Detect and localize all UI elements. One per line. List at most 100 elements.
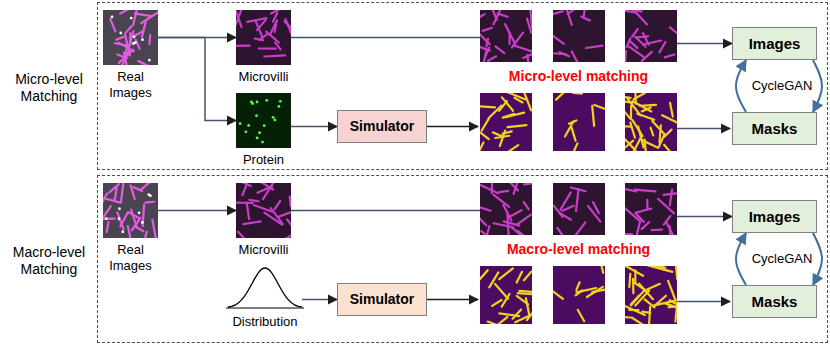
micro-image <box>625 10 677 62</box>
stick <box>659 42 665 52</box>
stick <box>668 281 675 301</box>
box-label: Masks <box>752 293 798 311</box>
flow-arrow <box>677 216 732 218</box>
image-ground <box>553 93 605 151</box>
dot <box>256 101 259 104</box>
stick <box>148 35 151 44</box>
stick <box>638 126 643 147</box>
stick <box>488 56 496 60</box>
dot <box>263 124 266 127</box>
stick <box>571 127 575 141</box>
stick <box>636 36 649 37</box>
image-node: Real Images <box>103 183 158 273</box>
stick <box>524 93 531 110</box>
image-strip: Micro-level matching <box>480 10 677 85</box>
stick <box>625 208 641 221</box>
process-box: Masks <box>732 285 817 318</box>
stick <box>562 206 573 211</box>
stick <box>524 183 532 184</box>
distribution-node: Distribution <box>228 266 302 330</box>
stick <box>508 32 510 44</box>
stick <box>110 19 115 32</box>
masks-arrow <box>677 128 730 130</box>
image-node: Protein <box>236 93 291 168</box>
masks-arrow <box>677 301 730 303</box>
stick <box>491 183 494 193</box>
panel-heading: Macro-level Matching <box>2 244 96 278</box>
mask-image <box>553 266 605 324</box>
stick <box>643 41 661 45</box>
dot <box>279 100 282 103</box>
dot <box>133 35 136 38</box>
dot <box>256 137 259 140</box>
stick <box>573 93 582 95</box>
stick <box>670 103 673 117</box>
stick <box>480 47 490 51</box>
stick <box>133 10 137 25</box>
stick <box>515 98 523 103</box>
stick <box>290 197 291 207</box>
dot <box>247 124 250 127</box>
stick <box>480 14 485 19</box>
stick <box>576 189 578 211</box>
image-thumbnails <box>99 4 684 330</box>
stick <box>642 52 652 61</box>
panel-heading: Micro-level Matching <box>2 71 96 105</box>
image-ground <box>553 266 605 324</box>
stick <box>519 291 532 293</box>
stick <box>512 228 527 235</box>
stick <box>634 93 637 104</box>
dot <box>119 32 122 35</box>
dot <box>265 99 268 102</box>
image-caption: Real Images <box>101 242 161 273</box>
curve-axis <box>226 308 304 309</box>
stick <box>480 143 483 151</box>
flow-arrow <box>302 299 337 301</box>
stick <box>502 97 513 110</box>
micro-image <box>625 183 677 235</box>
image-caption: Microvilli <box>214 69 314 85</box>
stick <box>106 199 120 203</box>
stick <box>646 200 648 210</box>
stick <box>514 45 532 51</box>
method-label: CycleGAN <box>742 78 822 94</box>
stick <box>553 290 563 298</box>
image-area <box>103 10 158 65</box>
stick <box>584 10 586 17</box>
stick <box>515 316 528 322</box>
stick <box>256 21 262 36</box>
dot <box>244 130 247 133</box>
process-box: Simulator <box>337 110 427 143</box>
stick <box>120 10 128 14</box>
stick <box>675 300 677 322</box>
image-node: Microvilli <box>236 10 291 85</box>
flow-arrow <box>291 37 480 39</box>
stick <box>107 222 109 232</box>
box-label: Images <box>749 35 801 53</box>
stick <box>524 272 531 281</box>
stick <box>287 219 291 228</box>
stick <box>238 232 250 238</box>
stick <box>247 202 249 219</box>
image-ground <box>480 93 532 151</box>
mask-image <box>625 93 677 151</box>
stick <box>138 61 149 65</box>
image-caption: Protein <box>214 152 314 168</box>
stick <box>670 190 672 206</box>
stick <box>593 202 599 213</box>
stick <box>572 51 578 62</box>
stick <box>631 137 641 151</box>
stick <box>662 115 677 124</box>
micro-image <box>553 183 605 235</box>
dot <box>121 230 124 233</box>
stick <box>487 226 490 235</box>
protein-image <box>236 93 291 148</box>
stick <box>625 316 630 319</box>
dot <box>261 141 264 144</box>
stick <box>635 209 651 213</box>
cycle-arrow <box>813 233 822 285</box>
image-node: Real Images <box>103 10 158 100</box>
panel: Real ImagesMicrovilliMacro-level matchin… <box>97 175 828 343</box>
stick <box>498 14 508 17</box>
box-label: Simulator <box>350 118 415 135</box>
